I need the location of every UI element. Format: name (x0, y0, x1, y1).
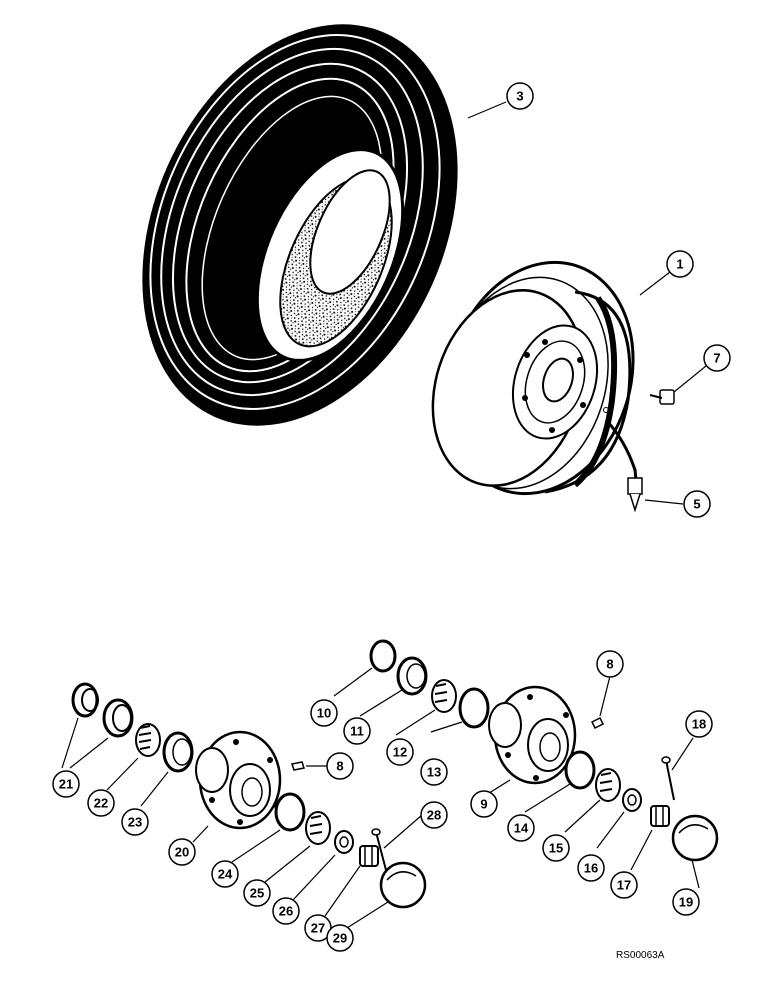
svg-text:13: 13 (427, 765, 441, 780)
svg-text:20: 20 (175, 845, 189, 860)
callout-17: 17 (610, 871, 638, 899)
svg-text:24: 24 (218, 867, 233, 882)
wheel-rim (431, 260, 635, 496)
svg-text:14: 14 (514, 821, 529, 836)
callout-14: 14 (507, 814, 535, 842)
svg-text:17: 17 (617, 878, 631, 893)
callout-18: 18 (685, 710, 713, 738)
callout-15: 15 (542, 834, 570, 862)
callout-8-right: 8 (596, 650, 624, 678)
tire (142, 24, 458, 426)
svg-text:8: 8 (606, 657, 613, 672)
callout-13: 13 (420, 758, 448, 786)
callout-19: 19 (672, 888, 700, 916)
callout-24: 24 (211, 860, 239, 888)
left-hub-parts (71, 682, 427, 909)
callout-3: 3 (506, 82, 534, 110)
svg-text:25: 25 (250, 886, 264, 901)
svg-text:9: 9 (480, 797, 487, 812)
svg-text:1: 1 (676, 257, 683, 272)
svg-text:5: 5 (693, 497, 700, 512)
callout-21: 21 (52, 770, 80, 798)
svg-text:19: 19 (679, 895, 693, 910)
callout-10: 10 (310, 699, 338, 727)
callout-9: 9 (470, 790, 498, 818)
svg-text:11: 11 (350, 724, 364, 739)
callout-16: 16 (577, 854, 605, 882)
svg-text:29: 29 (333, 931, 347, 946)
svg-text:7: 7 (713, 351, 720, 366)
svg-text:16: 16 (584, 861, 598, 876)
svg-text:23: 23 (128, 815, 142, 830)
svg-text:26: 26 (279, 904, 293, 919)
callout-5: 5 (683, 490, 711, 518)
callout-11: 11 (343, 717, 371, 745)
callout-29: 29 (326, 924, 354, 952)
leader-lines (61, 101, 707, 929)
callout-28: 28 (420, 801, 448, 829)
callout-20: 20 (168, 838, 196, 866)
callout-1: 1 (666, 250, 694, 278)
callout-25: 25 (243, 879, 271, 907)
svg-text:21: 21 (59, 777, 73, 792)
svg-text:28: 28 (427, 808, 441, 823)
callout-23: 23 (121, 808, 149, 836)
svg-text:18: 18 (692, 717, 706, 732)
callouts: 3 1 7 5 8 8 9 10 11 12 13 14 15 16 17 18… (52, 82, 731, 952)
rim-bolt (649, 389, 675, 405)
callout-7: 7 (703, 344, 731, 372)
callout-12: 12 (386, 738, 414, 766)
svg-text:27: 27 (311, 921, 325, 936)
valve-stem (604, 418, 643, 513)
svg-text:12: 12 (393, 745, 407, 760)
svg-text:8: 8 (336, 759, 343, 774)
svg-text:15: 15 (549, 841, 563, 856)
callout-26: 26 (272, 897, 300, 925)
figure-reference: RS00063A (616, 950, 665, 961)
callout-22: 22 (87, 789, 115, 817)
svg-text:22: 22 (94, 796, 108, 811)
callout-8-left: 8 (326, 752, 354, 780)
svg-text:10: 10 (317, 706, 331, 721)
svg-text:3: 3 (516, 89, 523, 104)
right-hub-parts (369, 639, 719, 862)
